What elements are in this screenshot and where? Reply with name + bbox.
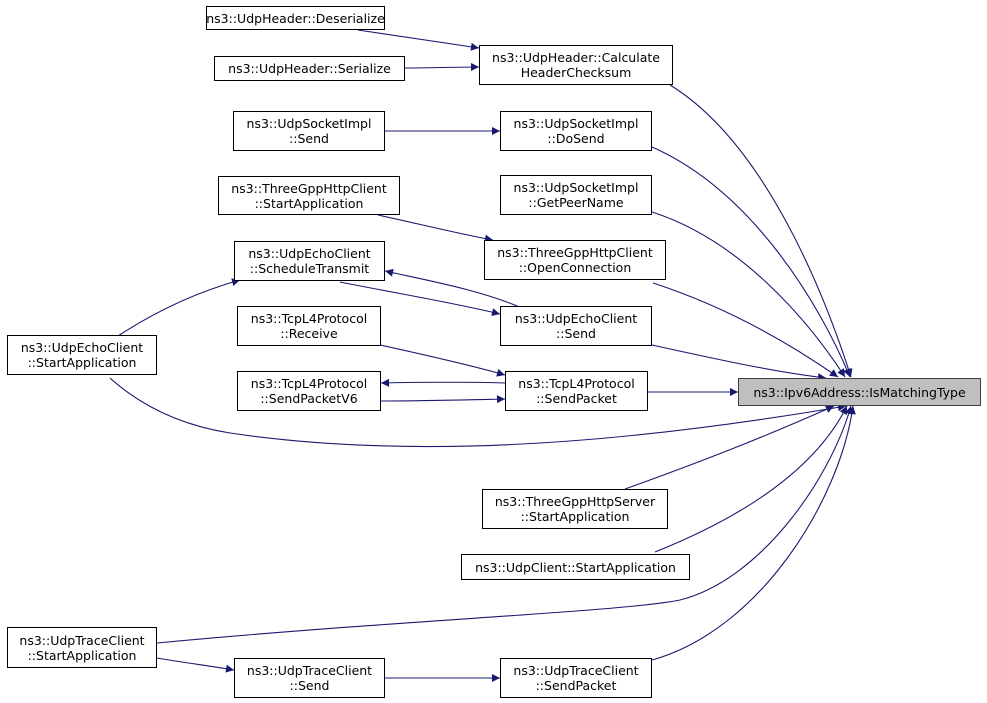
edge-serialize-to-calculate-checksum [404, 63, 480, 72]
node-label-line-1: ns3::UdpEchoClient [514, 311, 638, 326]
node-udp-socket-impl-getpeername[interactable]: ns3::UdpSocketImpl ::GetPeerName [500, 175, 652, 215]
node-label-line-1: ns3::UdpTraceClient [246, 663, 373, 678]
edge-open-connection-to-target [652, 282, 839, 378]
node-udp-echo-client-send[interactable]: ns3::UdpEchoClient ::Send [500, 306, 652, 346]
node-udp-socket-impl-dosend[interactable]: ns3::UdpSocketImpl ::DoSend [500, 111, 652, 151]
node-udp-header-deserialize[interactable]: ns3::UdpHeader::Deserialize [206, 6, 385, 30]
edge-echo-start-to-target [109, 377, 847, 448]
node-label-line-2: HeaderChecksum [520, 65, 632, 80]
node-label: ns3::UdpClient::StartApplication [475, 559, 676, 575]
edge-http-client-start-to-open-connection [377, 214, 494, 243]
node-label-line-2: ::Receive [280, 326, 338, 341]
node-label-line-1: ns3::ThreeGppHttpClient [231, 180, 387, 196]
node-label-line-1: ns3::UdpTraceClient [19, 632, 145, 648]
node-label-line-2: ::Send [289, 131, 329, 146]
edge-trace-start-to-trace-send [156, 657, 235, 673]
node-threegpp-http-client-open-connection[interactable]: ns3::ThreeGppHttpClient ::OpenConnection [484, 240, 666, 280]
edge-schedule-transmit-to-echo-send [339, 281, 501, 317]
node-label-line-2: ::StartApplication [27, 355, 137, 370]
node-label-line-1: ns3::UdpSocketImpl [513, 180, 639, 195]
node-label: ns3::UdpHeader::Deserialize [206, 10, 385, 26]
node-threegpp-http-server-start-application[interactable]: ns3::ThreeGppHttpServer ::StartApplicati… [482, 489, 668, 529]
node-label-line-2: ::StartApplication [27, 647, 137, 663]
node-label-line-1: ns3::UdpEchoClient [20, 340, 144, 355]
node-label-line-2: ::StartApplication [254, 195, 364, 211]
edge-echo-start-to-schedule-transmit [117, 278, 241, 337]
edge-echo-send-to-schedule-transmit [384, 268, 523, 309]
node-label-line-1: ns3::UdpSocketImpl [246, 116, 372, 131]
node-ipv6-address-is-matching-type[interactable]: ns3::Ipv6Address::IsMatchingType [738, 378, 981, 406]
node-udp-echo-client-schedule-transmit[interactable]: ns3::UdpEchoClient ::ScheduleTransmit [234, 241, 385, 281]
node-udp-trace-client-sendpacket[interactable]: ns3::UdpTraceClient ::SendPacket [500, 658, 652, 698]
node-tcp-l4-protocol-sendpacket[interactable]: ns3::TcpL4Protocol ::SendPacket [505, 371, 648, 411]
node-label-line-1: ns3::ThreeGppHttpClient [497, 245, 653, 260]
edge-trace-sendpacket-to-target [651, 405, 856, 661]
edge-dosend-to-target [651, 146, 851, 378]
node-label-line-2: ::SendPacketV6 [260, 391, 358, 406]
node-udp-trace-client-send[interactable]: ns3::UdpTraceClient ::Send [234, 658, 385, 698]
edge-echo-send-to-target [651, 344, 827, 382]
node-label-line-2: ::ScheduleTransmit [249, 261, 370, 276]
node-label-line-2: ::OpenConnection [518, 260, 632, 275]
edge-http-server-start-to-target [624, 405, 835, 490]
node-label-line-1: ns3::UdpEchoClient [248, 246, 371, 261]
node-threegpp-http-client-start-application[interactable]: ns3::ThreeGppHttpClient ::StartApplicati… [218, 176, 400, 215]
node-label-line-2: ::SendPacket [536, 391, 617, 406]
node-label-line-2: ::DoSend [547, 131, 605, 146]
node-label-line-2: ::SendPacket [535, 678, 617, 693]
edge-tcp-sendpacket-to-sendpacketv6 [380, 378, 506, 387]
edge-getpeername-to-target [651, 211, 846, 378]
node-udp-header-serialize[interactable]: ns3::UdpHeader::Serialize [214, 56, 405, 81]
edge-deserialize-to-calculate-checksum [357, 29, 480, 51]
node-udp-client-start-application[interactable]: ns3::UdpClient::StartApplication [461, 554, 690, 580]
node-label: ns3::Ipv6Address::IsMatchingType [753, 384, 966, 400]
edge-trace-start-to-target [156, 405, 853, 644]
node-udp-header-calculate-header-checksum[interactable]: ns3::UdpHeader::Calculate HeaderChecksum [479, 45, 673, 85]
edge-calculate-checksum-to-target [669, 84, 853, 378]
node-label-line-1: ns3::UdpHeader::Calculate [492, 50, 660, 65]
node-label: ns3::UdpHeader::Serialize [228, 61, 391, 76]
edge-sendpacketv6-to-tcp-sendpacket [379, 395, 506, 404]
node-label-line-2: ::Send [289, 678, 330, 693]
node-label-line-1: ns3::TcpL4Protocol [250, 311, 368, 326]
node-tcp-l4-protocol-sendpacketv6[interactable]: ns3::TcpL4Protocol ::SendPacketV6 [237, 371, 381, 411]
node-udp-trace-client-start-application[interactable]: ns3::UdpTraceClient ::StartApplication [7, 627, 157, 668]
node-label-line-1: ns3::TcpL4Protocol [518, 376, 635, 391]
node-tcp-l4-protocol-receive[interactable]: ns3::TcpL4Protocol ::Receive [237, 306, 381, 346]
edge-receive-to-tcp-sendpacket [379, 344, 506, 377]
node-udp-echo-client-start-application[interactable]: ns3::UdpEchoClient ::StartApplication [7, 335, 157, 375]
node-label-line-2: ::Send [556, 326, 596, 341]
node-label-line-1: ns3::ThreeGppHttpServer [494, 494, 656, 509]
edge-udp-client-start-to-target [654, 405, 848, 553]
node-label-line-1: ns3::UdpSocketImpl [513, 116, 639, 131]
node-label-line-2: ::StartApplication [520, 509, 630, 524]
node-udp-socket-impl-send[interactable]: ns3::UdpSocketImpl ::Send [233, 111, 385, 151]
node-label-line-1: ns3::UdpTraceClient [513, 663, 639, 678]
node-label-line-2: ::GetPeerName [528, 195, 624, 210]
node-label-line-1: ns3::TcpL4Protocol [250, 376, 368, 391]
